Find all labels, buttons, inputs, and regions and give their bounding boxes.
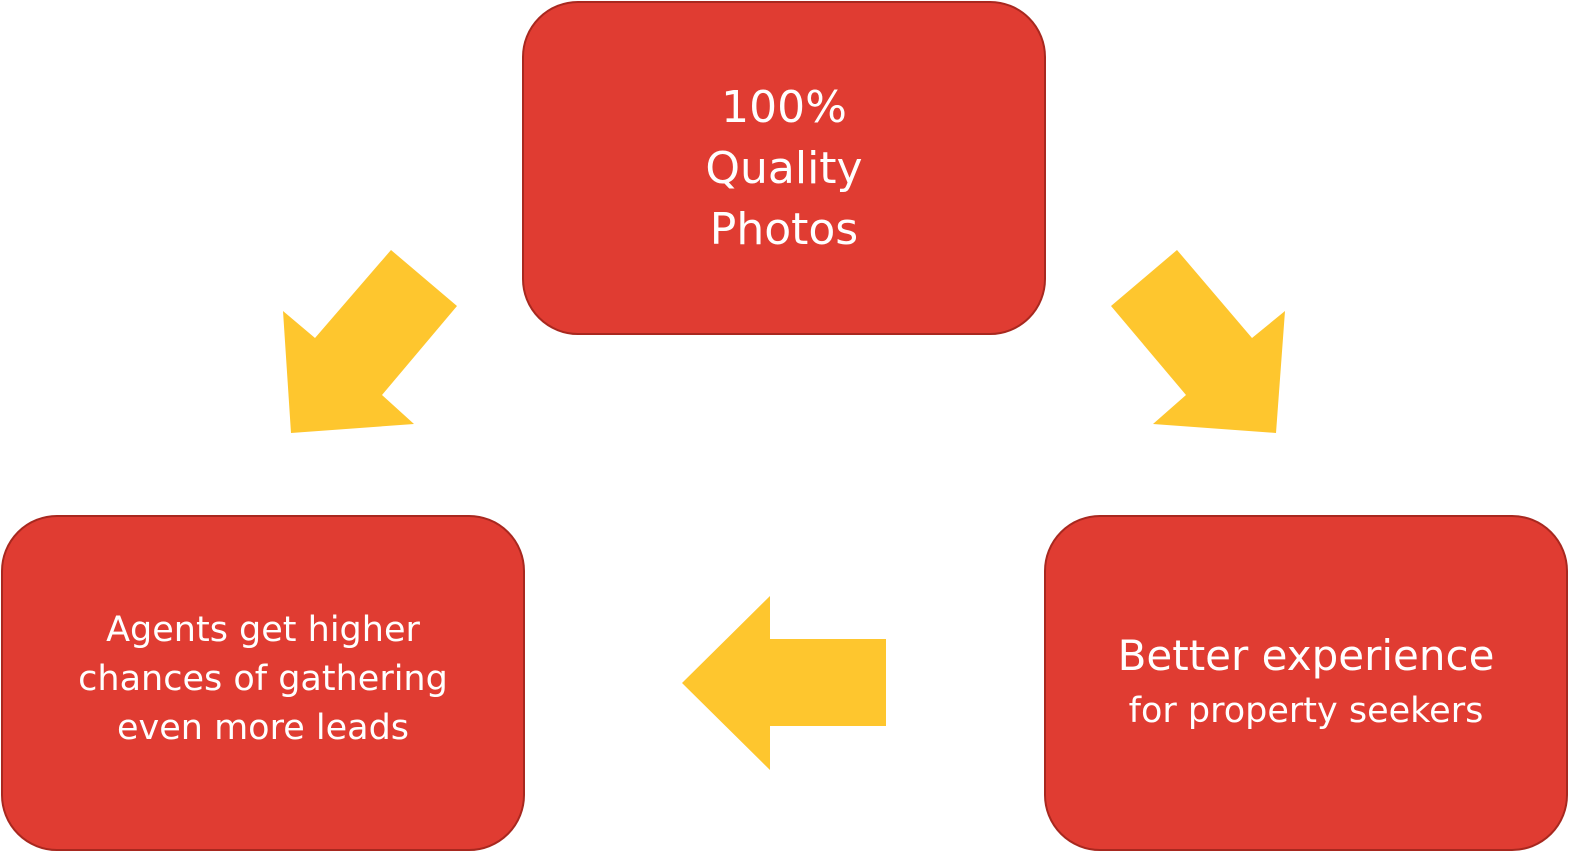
node-quality-photos-line-3: Photos xyxy=(709,203,859,255)
node-quality-photos-line-2: Quality xyxy=(705,142,863,194)
node-agents-more-leads-line-1: Agents get higher xyxy=(106,609,420,650)
node-better-experience-line-1: Better experience xyxy=(1117,631,1495,680)
arrow-down-right-icon xyxy=(1111,250,1285,433)
node-better-experience-line-2: for property seekers xyxy=(1128,691,1484,731)
node-better-experience: Better experience for property seekers xyxy=(1044,515,1568,851)
node-quality-photos: 100% Quality Photos xyxy=(522,1,1046,335)
node-quality-photos-line-1: 100% xyxy=(721,81,847,133)
node-agents-more-leads: Agents get higher chances of gathering e… xyxy=(1,515,525,851)
node-agents-more-leads-line-3: even more leads xyxy=(116,707,410,748)
node-agents-more-leads-line-2: chances of gathering xyxy=(78,658,448,699)
arrow-down-left-icon xyxy=(283,250,457,433)
arrow-left-icon xyxy=(682,596,886,770)
